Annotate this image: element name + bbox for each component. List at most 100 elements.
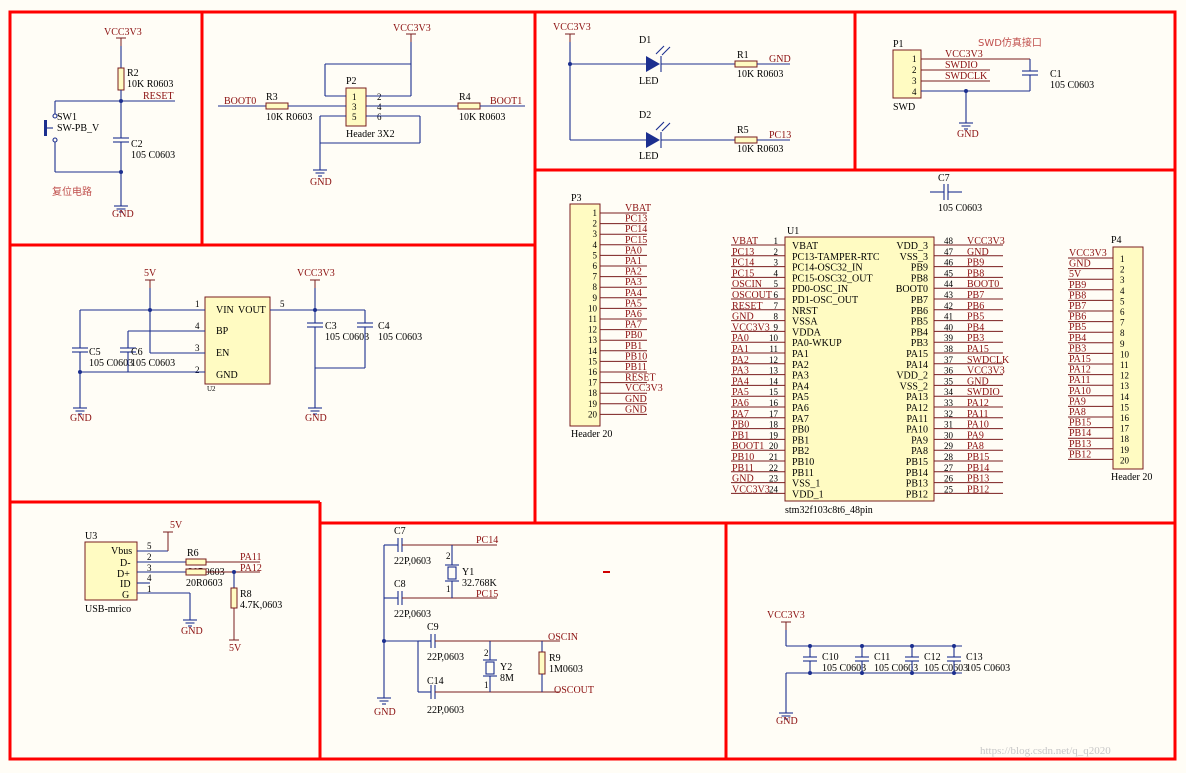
- u1-left-pinname-11: PA1: [792, 349, 809, 360]
- p3-pin-8: 8: [593, 282, 598, 292]
- u1-body: [784, 236, 935, 502]
- decap-value-c12: 105 C0603: [924, 663, 968, 674]
- swd-section-title: SWD仿真接口: [978, 36, 1042, 49]
- p4-net-1: VCC3V3: [1069, 248, 1107, 259]
- c8-value: 22P,0603: [394, 609, 431, 620]
- swd-swdio-net: SWDIO: [945, 60, 978, 71]
- u1-left-pinname-17: PA7: [792, 414, 809, 425]
- u1-right-pinnum-28: 28: [944, 452, 954, 462]
- usb-pa11-net: PA11: [240, 552, 262, 563]
- u2-pin-vin: VIN: [216, 305, 234, 316]
- u1-left-net-9: VCC3V3: [732, 322, 770, 333]
- power-5v-label: 5V: [144, 268, 157, 279]
- u1-left-pinnum-2: 2: [774, 247, 779, 257]
- p3-pin-4: 4: [593, 240, 598, 250]
- u1-right-pinnum-35: 35: [944, 376, 954, 386]
- r8-resistor: [230, 587, 238, 609]
- p3-pin-7: 7: [593, 272, 598, 282]
- p4-net-20: PB12: [1069, 449, 1091, 460]
- u1-left-net-11: PA1: [732, 344, 749, 355]
- p4-pin-20: 20: [1120, 455, 1130, 465]
- r2-value: 10K R0603: [127, 79, 173, 90]
- u1-left-net-15: PA5: [732, 387, 749, 398]
- decap-ref-c13: C13: [966, 652, 983, 663]
- p4-pin-1: 1: [1120, 254, 1125, 264]
- led-pc13-net: PC13: [769, 130, 791, 141]
- reset-vcc-label: VCC3V3: [104, 27, 142, 38]
- p3-pin-16: 16: [588, 367, 598, 377]
- u1-left-pinname-1: VBAT: [792, 241, 818, 252]
- u1-left-net-3: PC14: [732, 258, 754, 269]
- u2-pin-en: EN: [216, 348, 229, 359]
- p3-pin-5: 5: [593, 250, 598, 260]
- r4-resistor: [457, 102, 481, 110]
- u1-left-pinname-21: PB10: [792, 457, 814, 468]
- u1-right-pinname-14: VSS_2: [900, 381, 928, 392]
- u1-right-pinname-16: PA12: [906, 403, 928, 414]
- u3-pin-dplus: D+: [117, 569, 130, 580]
- u1-right-net-31: PA10: [967, 420, 989, 431]
- u1-left-pinnum-15: 15: [769, 387, 779, 397]
- u1-left-pinname-5: PD0-OSC_IN: [792, 284, 848, 295]
- y1-ref: Y1: [462, 567, 474, 578]
- u1-right-pinnum-44: 44: [944, 279, 954, 289]
- d2-led: [646, 132, 660, 148]
- u1-right-pinnum-29: 29: [944, 441, 954, 451]
- u1-right-pinname-19: PA9: [911, 435, 928, 446]
- u1-left-pinnum-13: 13: [769, 366, 779, 376]
- u1-right-net-46: PB9: [967, 258, 984, 269]
- r9-ref: R9: [549, 653, 561, 664]
- u1-right-pinnum-33: 33: [944, 398, 954, 408]
- u1-left-pinnum-10: 10: [769, 333, 779, 343]
- r4-value: 10K R0603: [459, 112, 505, 123]
- u3-value: USB-mrico: [85, 604, 131, 615]
- p4-header: P4 Header 20 1VCC3V32GND35V4PB95PB86PB77…: [1068, 235, 1152, 483]
- u3-pin-dminus: D-: [120, 558, 131, 569]
- c1-ref: C1: [1050, 69, 1062, 80]
- c6-value: 105 C0603: [131, 358, 175, 369]
- osc-oscout-net: OSCOUT: [554, 685, 594, 696]
- p1-pin-2: 2: [912, 65, 917, 75]
- u1-left-pinname-2: PC13-TAMPER-RTC: [792, 252, 880, 263]
- boot1-net: BOOT1: [490, 96, 522, 107]
- p3-pin-18: 18: [588, 388, 598, 398]
- u1-left-pinnum-23: 23: [769, 474, 779, 484]
- u1-left-pinname-7: NRST: [792, 306, 818, 317]
- u1-left-pinname-3: PC14-OSC32_IN: [792, 263, 863, 274]
- sw1-ref: SW1: [57, 112, 77, 123]
- sw1-switch: [44, 120, 47, 136]
- u1-left-pinname-22: PB11: [792, 468, 814, 479]
- u1-right-pinnum-45: 45: [944, 268, 954, 278]
- decap-value-c13: 105 C0603: [966, 663, 1010, 674]
- u1-left-pinname-4: PC15-OSC32_OUT: [792, 273, 873, 284]
- u1-right-pinnum-37: 37: [944, 355, 954, 365]
- p3-net-17: RESET: [625, 373, 656, 384]
- r8-value: 4.7K,0603: [240, 600, 282, 611]
- u1-left-net-18: PB0: [732, 420, 749, 431]
- p4-net-14: PA10: [1069, 386, 1091, 397]
- u1-left-net-7: RESET: [732, 301, 763, 312]
- c9-value: 22P,0603: [427, 652, 464, 663]
- p4-pin-19: 19: [1120, 445, 1130, 455]
- r7-resistor: [185, 568, 207, 576]
- u1-right-pinnum-36: 36: [944, 366, 954, 376]
- u1-right-pinname-11: PA15: [906, 349, 928, 360]
- y2-ref: Y2: [500, 662, 512, 673]
- u1-right-pinnum-25: 25: [944, 484, 954, 494]
- r1-resistor: [734, 60, 758, 68]
- u1-right-net-43: PB7: [967, 290, 984, 301]
- led-circuit: VCC3V3 D1 LED R1 10K R0603 GND D2 LED R5…: [553, 22, 791, 162]
- p1-pin-3: 3: [912, 76, 917, 86]
- p1-pin-4: 4: [912, 87, 917, 97]
- r7-value: 20R0603: [186, 578, 223, 589]
- u1-left-pinnum-14: 14: [769, 376, 779, 386]
- u2-pinnum-3: 3: [195, 343, 200, 353]
- p4-net-11: PA15: [1069, 354, 1091, 365]
- r3-resistor: [265, 102, 289, 110]
- u1-right-pinname-7: PB6: [911, 306, 928, 317]
- swd-swdclk-net: SWDCLK: [945, 71, 988, 82]
- u1-right-pinname-6: PB7: [911, 295, 928, 306]
- c7-mcu-value: 105 C0603: [938, 203, 982, 214]
- u1-left-pinname-8: VSSA: [792, 317, 818, 328]
